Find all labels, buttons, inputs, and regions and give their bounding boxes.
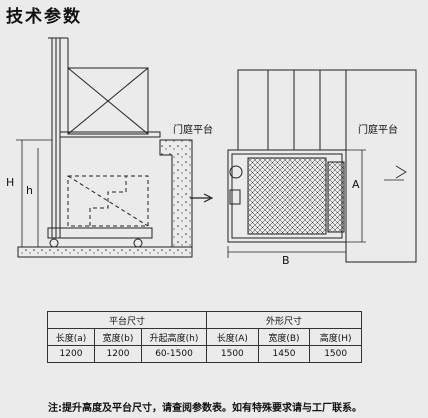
technical-drawing xyxy=(16,37,417,263)
value-cell: 60-1500 xyxy=(141,345,207,363)
header-cell: 高度(H) xyxy=(309,328,362,346)
side-dock-label: 门庭平台 xyxy=(173,125,213,136)
ground-slab xyxy=(17,246,193,258)
dock-wall xyxy=(159,139,193,248)
header-cell: 升起高度(h) xyxy=(141,328,207,346)
dim-h-label: h xyxy=(26,184,33,197)
value-cell: 1450 xyxy=(257,345,311,363)
table-value-row: 1200 1200 60-1500 1500 1450 1500 xyxy=(47,345,362,363)
header-cell: 长度(A) xyxy=(206,328,259,346)
spec-table: 平台尺寸 外形尺寸 长度(a) 宽度(b) 升起高度(h) 长度(A) 宽度(B… xyxy=(47,311,362,363)
direction-arrow xyxy=(190,193,214,203)
header-cell: 宽度(B) xyxy=(257,328,311,346)
chassis xyxy=(47,227,153,239)
plan-dock-label: 门庭平台 xyxy=(358,125,398,136)
dim-H-label: H xyxy=(6,176,15,189)
footnote: 注:提升高度及平台尺寸，请查阅参数表。如有特殊要求请与工厂联系。 xyxy=(48,403,362,414)
dim-B-label: B xyxy=(282,254,290,267)
value-cell: 1500 xyxy=(309,345,362,363)
value-cell: 1200 xyxy=(47,345,95,363)
header-cell: 长度(a) xyxy=(47,328,95,346)
page-title: 技术参数 xyxy=(6,7,82,27)
dock-outline xyxy=(237,69,347,151)
dock-right-wall xyxy=(345,69,417,263)
dim-A-label: A xyxy=(352,178,360,191)
side-view xyxy=(16,37,193,258)
lift-frame xyxy=(227,149,347,243)
table-header-row: 长度(a) 宽度(b) 升起高度(h) 长度(A) 宽度(B) 高度(H) xyxy=(47,328,362,346)
lowered-cage xyxy=(67,175,149,227)
header-cell: 宽度(b) xyxy=(94,328,142,346)
raised-cage xyxy=(67,67,149,135)
wheel xyxy=(49,238,59,248)
table-group-row: 平台尺寸 外形尺寸 xyxy=(47,311,362,329)
group-platform-size: 平台尺寸 xyxy=(47,311,207,329)
value-cell: 1200 xyxy=(94,345,142,363)
value-cell: 1500 xyxy=(206,345,259,363)
group-outer-size: 外形尺寸 xyxy=(206,311,362,329)
plan-view xyxy=(227,69,417,263)
wheel xyxy=(133,238,143,248)
platform-hatch xyxy=(247,157,327,235)
